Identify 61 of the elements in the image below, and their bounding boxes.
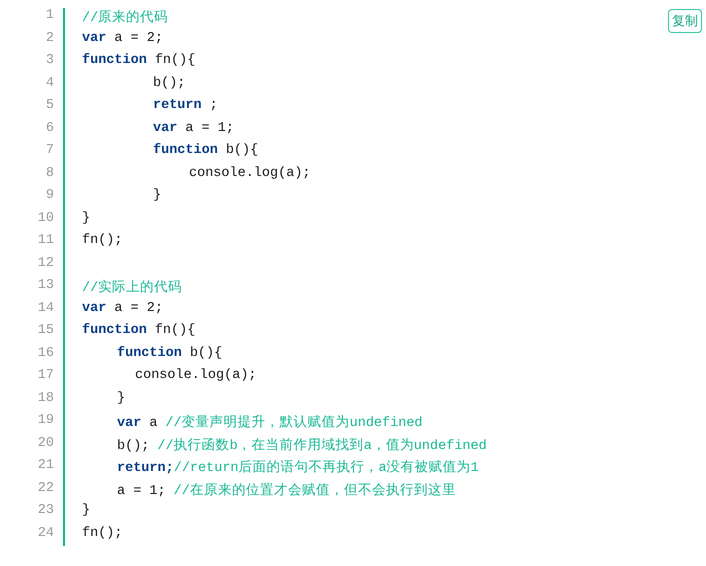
line-number: 23 [36, 503, 54, 518]
code-comment: //return后面的语句不再执行，a没有被赋值为1 [174, 458, 479, 476]
code-text: a = 1; [117, 484, 166, 498]
code-text: a = 2; [114, 30, 163, 46]
line-number: 11 [36, 233, 54, 248]
code-text: console.log(a); [189, 166, 311, 180]
line-number: 3 [44, 53, 54, 68]
code-text: b(){ [190, 346, 222, 360]
code-comment: //执行函数b，在当前作用域找到a，值为undefined [157, 436, 487, 454]
code-text: b(); [153, 76, 186, 90]
line-number: 10 [36, 210, 54, 226]
code-comment: //在原来的位置才会赋值，但不会执行到这里 [174, 482, 456, 498]
line-number: 22 [36, 480, 54, 496]
line-number: 6 [44, 120, 54, 136]
code-text: a = 1; [185, 120, 234, 136]
line-number: 21 [36, 458, 54, 473]
copy-button: 复制 [668, 9, 702, 33]
line-number: 12 [36, 256, 54, 270]
line-number: 19 [36, 413, 54, 428]
line-number: 5 [44, 98, 54, 113]
code-keyword: function [117, 346, 182, 360]
code-text: ; [210, 98, 218, 113]
line-number: 9 [44, 188, 54, 203]
code-text: a [149, 416, 158, 431]
code-keyword: return [153, 98, 202, 113]
line-number: 14 [36, 300, 54, 316]
code-keyword: var [153, 120, 178, 136]
code-comment: //变量声明提升，默认赋值为undefined [165, 414, 423, 431]
code-keyword: function [82, 53, 147, 68]
line-number: 2 [44, 30, 54, 46]
line-number: 17 [36, 368, 54, 383]
code-keyword: var [82, 300, 106, 316]
code-comment: //实际上的代码 [82, 278, 182, 296]
line-number: 8 [44, 166, 54, 180]
code-text: } [82, 503, 90, 518]
line-number: 15 [36, 323, 54, 338]
code-text: } [82, 210, 90, 226]
code-text: b(){ [226, 143, 258, 158]
code-text: console.log(a); [135, 368, 257, 383]
code-text: fn(); [82, 233, 123, 248]
line-number: 13 [36, 278, 54, 293]
code-keyword: return; [117, 461, 174, 476]
code-keyword: var [82, 30, 106, 46]
code-keyword: var [117, 416, 142, 431]
code-text: } [153, 188, 162, 203]
line-number: 24 [36, 526, 54, 540]
line-number: 4 [44, 76, 54, 90]
line-number: 20 [36, 436, 54, 450]
line-number: 16 [36, 346, 54, 360]
line-number: 7 [44, 143, 54, 158]
line-number: 18 [36, 390, 54, 406]
code-text: fn(); [82, 526, 123, 540]
code-text: } [117, 390, 126, 406]
code-comment: //原来的代码 [82, 9, 168, 26]
code-text: a = 2; [114, 300, 163, 316]
code-keyword: function [153, 143, 218, 158]
code-text: fn(){ [154, 323, 196, 338]
line-number: 1 [44, 8, 54, 23]
code-text: b(); [117, 438, 150, 454]
code-keyword: function [82, 323, 147, 338]
code-text: fn(){ [154, 53, 196, 68]
